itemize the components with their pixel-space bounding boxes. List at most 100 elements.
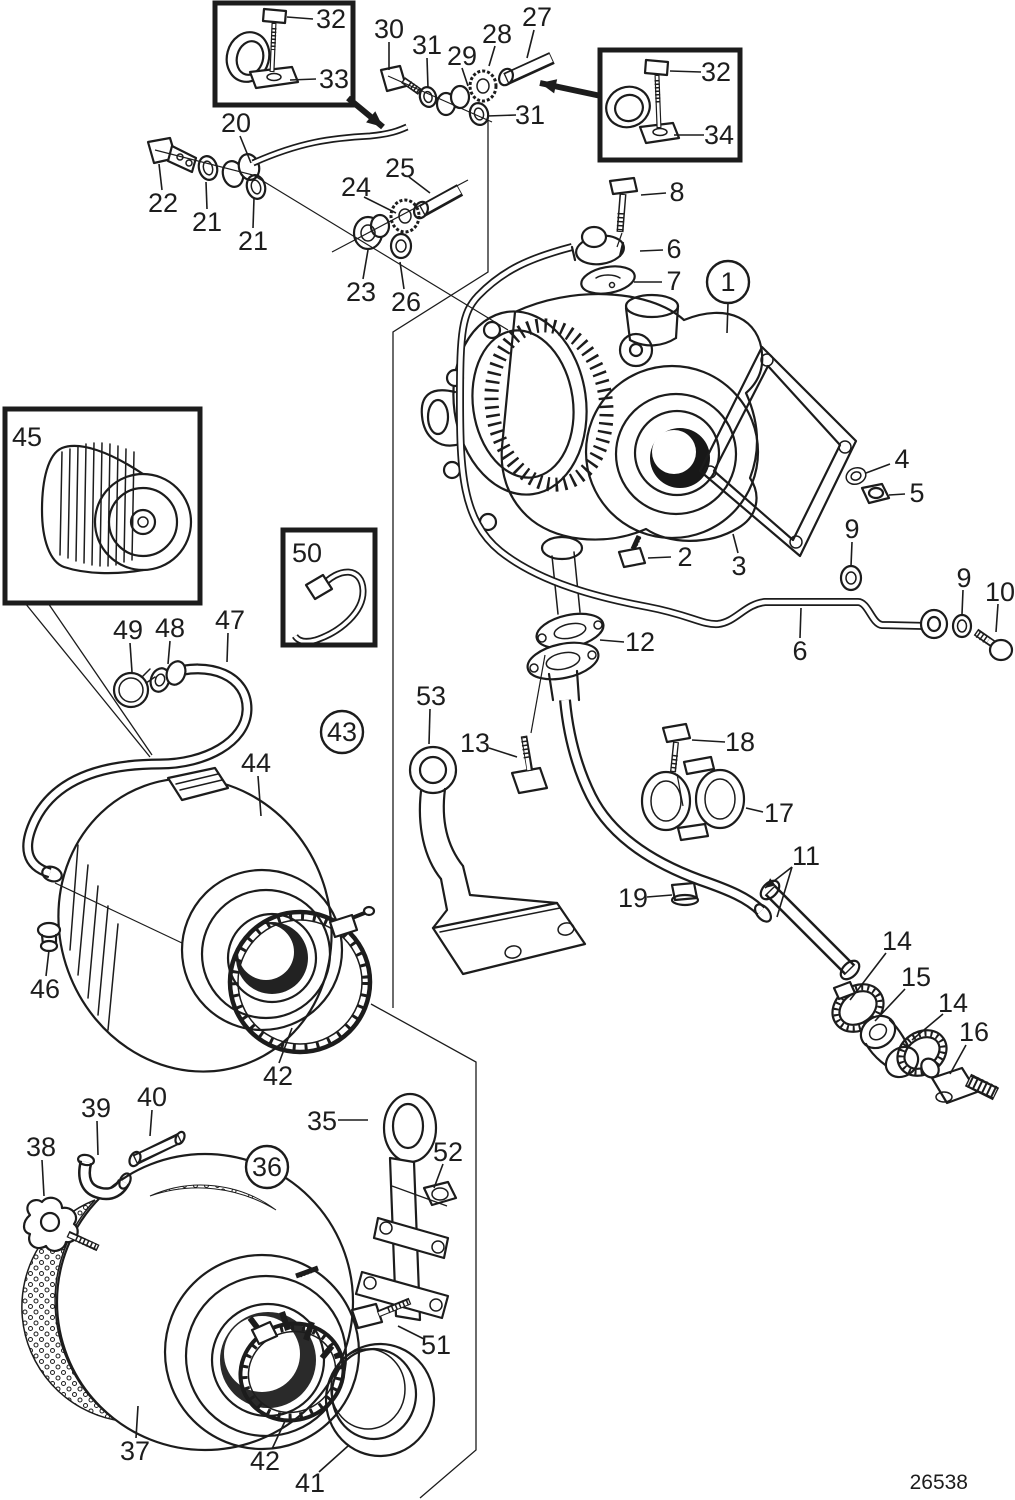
assembly-axis-line [154,149,509,331]
section-divider-line [370,1003,477,1499]
callout-number: 35 [307,1106,337,1136]
callout-24: 24 [341,172,397,214]
callout-number: 10 [985,577,1015,607]
callout-number: 44 [241,748,271,778]
callout-number: 19 [618,883,648,913]
callout-circle [705,259,751,305]
assembly-axis-line [331,179,469,253]
inset-box-air-filter-detail [2,406,203,606]
callout-53: 53 [416,681,446,745]
arrowhead [765,878,776,888]
callout-number: 48 [155,613,185,643]
callout-38: 38 [26,1132,56,1197]
section-divider-line [24,602,151,758]
elbow-fitting-16 [920,1057,1000,1105]
callout-number: 13 [460,728,490,758]
pipe-clamp-17 [640,755,746,842]
grommet-46 [36,921,62,953]
oil-supply-pipe [455,243,949,640]
callout-20: 20 [221,108,252,164]
callout-7: 7 [634,266,682,296]
callout-number: 21 [192,207,222,237]
hose-sleeve-15 [859,1014,920,1079]
bracket-35 [354,1092,450,1322]
callout-number: 22 [148,188,178,218]
callout-number: 47 [215,605,245,635]
callout-36: 36 [244,1144,290,1190]
turbocharger [420,293,764,615]
callout-number: 3 [731,551,746,581]
bolt-13 [510,735,549,795]
inset-box-clamp-detail-top-right [597,47,743,163]
callout-45: 45 [12,422,42,452]
callout-12: 12 [599,627,655,657]
callout-number: 45 [12,422,42,452]
callout-51: 51 [397,1325,451,1360]
callout-number: 52 [433,1137,463,1167]
assembly-axis-line [530,654,546,734]
callout-25: 25 [385,153,431,194]
bolt-18 [661,722,692,773]
nut-19 [670,881,700,907]
callout-21: 21 [238,197,268,256]
air-cleaner-assembly-37 [21,1152,361,1452]
callout-42: 42 [250,1418,287,1476]
assembly-axis-line [391,1185,448,1207]
assembly-axis-line [616,232,623,248]
callout-39: 39 [81,1093,111,1156]
callout-number: 11 [792,841,820,871]
callout-number: 34 [704,120,734,150]
seal-ring-41 [324,1342,436,1458]
oil-drain-pipe [547,669,773,923]
callout-number: 16 [959,1017,989,1047]
callout-number: 27 [522,2,552,32]
callout-number: 50 [292,538,322,568]
callout-number: 42 [250,1446,280,1476]
bolt-51 [350,1297,412,1330]
callout-42: 42 [263,1027,293,1091]
callout-number: 2 [677,542,692,572]
callout-circle [244,1144,290,1190]
callout-16: 16 [949,1017,989,1075]
hose-25 [413,184,464,220]
callout-number: 31 [412,30,442,60]
hose-clamp-42-lower [238,1265,346,1423]
callout-13: 13 [460,728,518,758]
callout-number: 26 [391,287,421,317]
drain-flange-gaskets-12 [526,612,605,681]
callout-8: 8 [640,177,685,207]
washer-4 [845,466,867,486]
callout-31: 31 [486,100,545,130]
callout-43: 43 [319,709,365,755]
wing-knob-38 [22,1196,100,1252]
hose-27 [498,52,555,87]
nut-52 [422,1180,458,1207]
callout-50: 50 [292,538,322,568]
hose-clamp-42-upper [227,905,376,1055]
callout-number: 46 [30,974,60,1004]
assembly-axis-line [54,882,183,944]
washer-31-right [468,102,490,126]
drawing-number: 26538 [910,1471,968,1494]
callout-11: 11 [764,841,820,918]
callout-number: 15 [901,962,931,992]
callout-number: 41 [295,1468,325,1498]
bushing-29 [435,84,471,117]
callout-27: 27 [522,2,552,59]
callout-47: 47 [215,605,245,663]
air-filter-element-45 [40,442,193,575]
callout-number: 28 [482,19,512,49]
clamp-bolt-32-right [643,58,670,129]
inset-box-cable-tie-detail [280,527,378,648]
callout-23: 23 [346,249,376,307]
callout-number: 42 [263,1061,293,1091]
callout-49: 49 [113,615,143,673]
callout-circle [319,709,365,755]
callout-number: 9 [844,514,859,544]
callout-22: 22 [148,163,178,218]
callout-number: 9 [956,563,971,593]
pointer-arrow [346,95,385,130]
callout-number: 14 [938,988,968,1018]
air-cleaner-housing-44 [57,766,344,1073]
